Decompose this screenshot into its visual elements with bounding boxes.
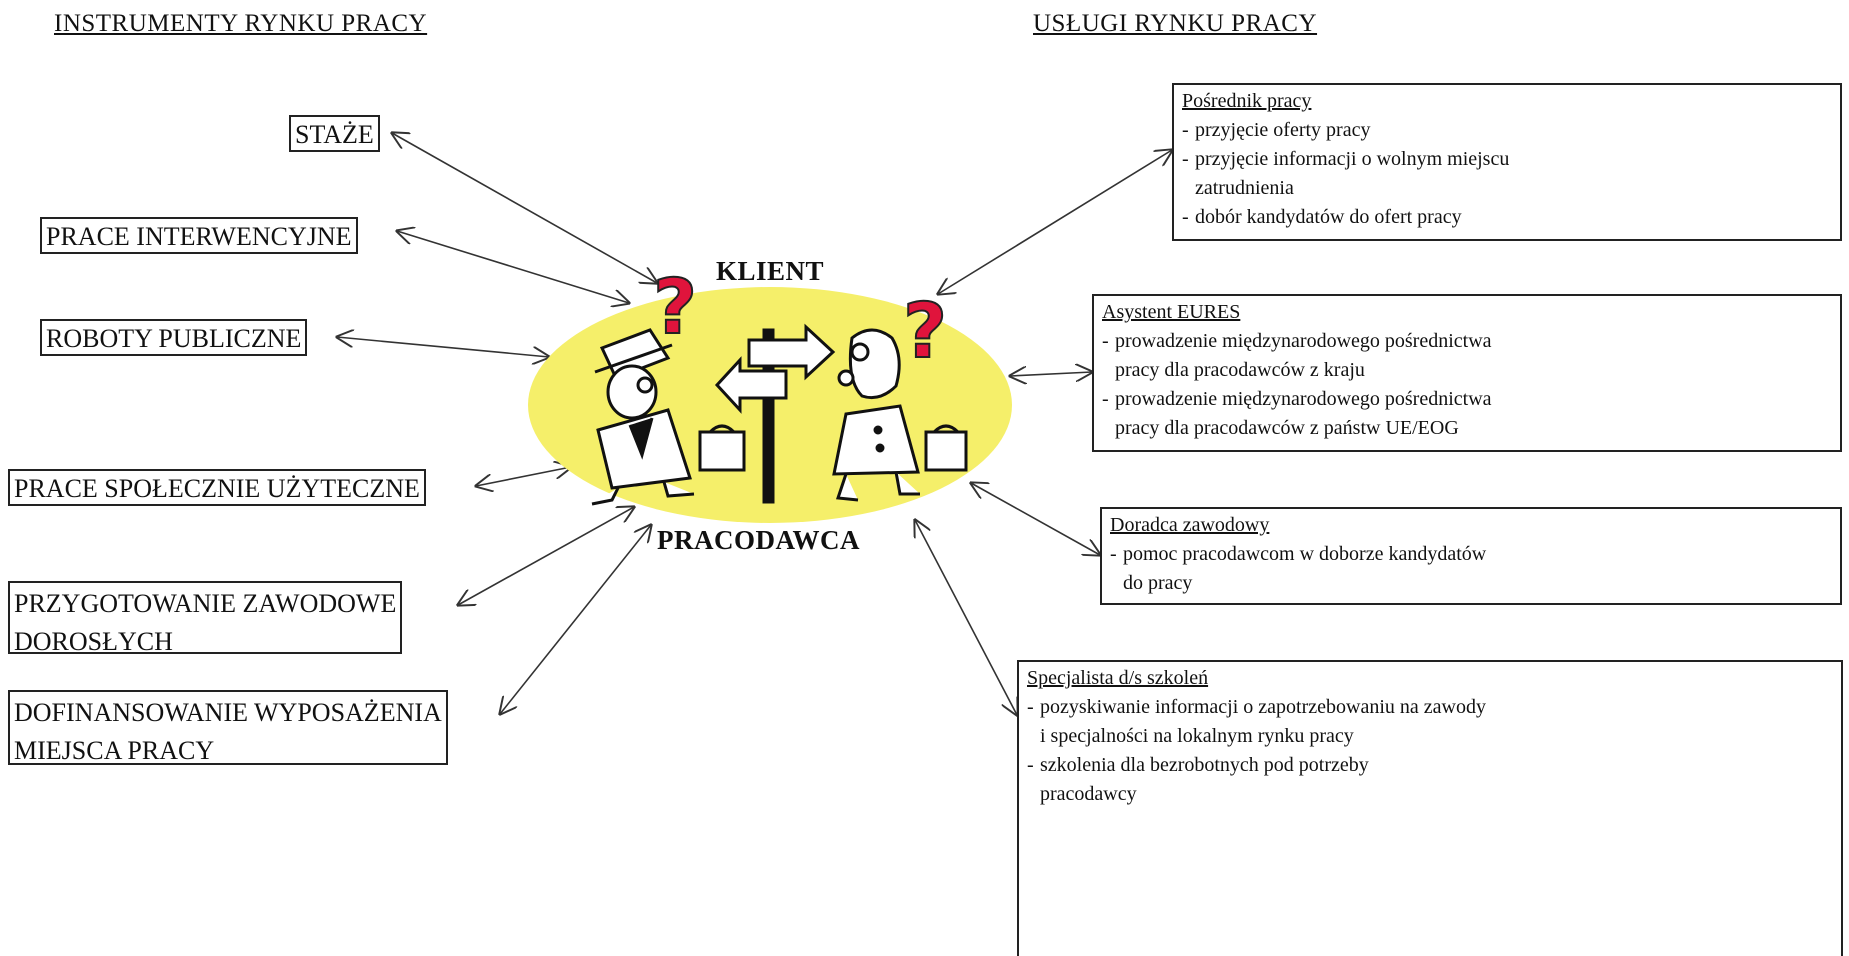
service-box-posrednik: Pośrednik pracy -przyjęcie oferty pracy … [1172,83,1842,241]
question-mark-right-icon: ? [903,286,947,375]
arrow-doradca [971,483,1100,555]
instruments-heading: INSTRUMENTY RYNKU PRACY [54,10,428,37]
arrow-dofinansowanie [500,525,651,714]
services-heading: USŁUGI RYNKU PRACY [1033,10,1318,37]
instrument-label: PRACE SPOŁECZNIE UŻYTECZNE [14,474,420,503]
arrow-prace-interwencyjne [397,231,629,303]
instrument-label: ROBOTY PUBLICZNE [46,324,302,353]
arrow-posrednik [938,150,1172,294]
service-title: Asystent EURES [1102,301,1241,323]
arrow-eures [1010,372,1092,376]
service-box-doradca: Doradca zawodowy -pomoc pracodawcom w do… [1100,507,1842,605]
signpost-icon [714,323,836,504]
instrument-label: PRACE INTERWENCYJNE [46,222,352,251]
arrow-specjalista [915,520,1017,715]
service-title: Doradca zawodowy [1110,514,1270,536]
instrument-box-dofinansowanie: DOFINANSOWANIE WYPOSAŻENIA MIEJSCA PRACY [8,690,448,765]
arrow-staze [392,133,657,283]
service-item: -przyjęcie oferty pracy [1182,119,1371,141]
man-figure-icon [591,328,746,506]
service-item: -prowadzenie międzynarodowego pośrednict… [1102,330,1492,381]
arrow-roboty-publiczne [337,337,549,357]
instrument-box-przygotowanie: PRZYGOTOWANIE ZAWODOWE DOROSŁYCH [8,581,403,656]
instrument-box-staze: STAŻE [289,115,380,152]
service-item: -pozyskiwanie informacji o zapotrzebowan… [1027,696,1486,747]
client-label: KLIENT [716,256,825,286]
instrument-box-prace-interwencyjne: PRACE INTERWENCYJNE [40,217,358,254]
service-title: Specjalista d/s szkoleń [1027,667,1209,689]
service-item: -prowadzenie międzynarodowego pośrednict… [1102,388,1492,439]
service-box-specjalista: Specjalista d/s szkoleń -pozyskiwanie in… [1017,660,1843,956]
instrument-box-roboty-publiczne: ROBOTY PUBLICZNE [40,319,308,356]
service-title: Pośrednik pracy [1182,90,1312,112]
employer-label: PRACODAWCA [657,525,860,555]
service-item: -szkolenia dla bezrobotnych pod potrzeby… [1027,754,1369,805]
instrument-label-line-2: MIEJSCA PRACY [14,736,215,765]
question-mark-left-icon: ? [653,262,697,351]
arrow-przygotowanie [458,507,634,605]
instrument-label: STAŻE [295,120,374,149]
client-illustration: ? ? [528,261,1012,523]
instrument-label-line-1: PRZYGOTOWANIE ZAWODOWE [14,589,397,618]
woman-figure-icon [832,328,968,502]
arrow-prace-spoleczne [476,467,571,486]
service-box-eures: Asystent EURES -prowadzenie międzynarodo… [1092,294,1842,452]
instrument-label-line-1: DOFINANSOWANIE WYPOSAŻENIA [14,698,442,727]
instrument-label-line-2: DOROSŁYCH [14,627,173,656]
service-item: -dobór kandydatów do ofert pracy [1182,206,1462,228]
instrument-box-prace-spoleczne: PRACE SPOŁECZNIE UŻYTECZNE [8,469,426,506]
